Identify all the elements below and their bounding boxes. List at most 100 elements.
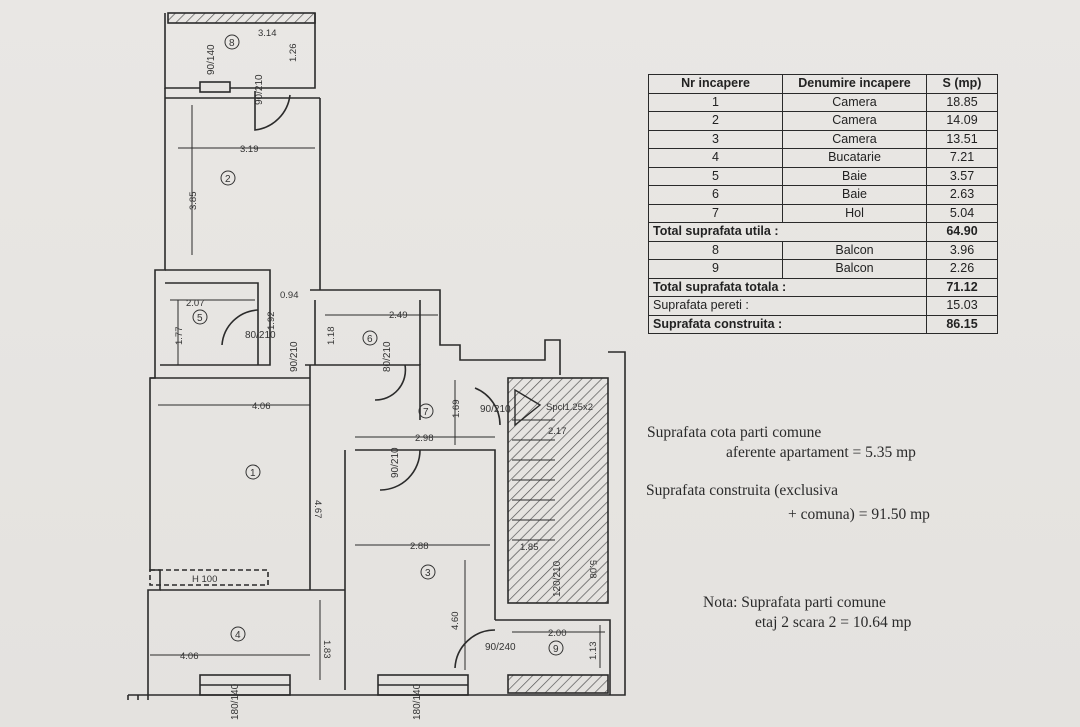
room-6-walls xyxy=(310,289,561,375)
dim-label: 1.26 xyxy=(288,44,299,63)
cell-name: Baie xyxy=(782,185,927,205)
note-cota-line2: aferente apartament = 5.35 mp xyxy=(726,444,916,461)
construita-value: 86.15 xyxy=(926,314,998,334)
header-nr: Nr incapere xyxy=(648,74,783,94)
room-number-7: 7 xyxy=(423,407,429,418)
cell-area: 13.51 xyxy=(926,129,998,149)
dim-label: 1.83 xyxy=(321,640,332,659)
door-size-label: 80/210 xyxy=(382,341,393,372)
niche-label: H 100 xyxy=(192,574,217,585)
door-arc-hall xyxy=(474,387,501,426)
room-number-9: 9 xyxy=(553,644,559,655)
window-size-label: 180/140 xyxy=(412,683,423,720)
cell-name: Baie xyxy=(782,166,927,186)
cell-name: Camera xyxy=(782,129,927,149)
room-3-walls xyxy=(344,449,496,690)
dim-label: 4.60 xyxy=(450,612,461,631)
dim-label: 3.19 xyxy=(240,144,259,155)
balcony-9-railing xyxy=(507,674,609,694)
total-utila-label: Total suprafata utila : xyxy=(648,222,927,242)
balcony-9-walls xyxy=(495,619,611,695)
door-size-label: 80/210 xyxy=(245,330,276,341)
dim-label: 2.17 xyxy=(548,426,567,437)
dim-label: 1.13 xyxy=(588,642,599,661)
cell-nr: 3 xyxy=(648,129,783,149)
door-arc-room-2 xyxy=(254,91,291,131)
cell-area: 18.85 xyxy=(926,92,998,112)
room-2-walls xyxy=(165,97,321,290)
room-number-4: 4 xyxy=(235,630,241,641)
stairwell xyxy=(507,377,609,604)
door-arc-room-6 xyxy=(374,364,407,401)
cell-nr: 7 xyxy=(648,203,783,223)
dim-label: 1.77 xyxy=(174,327,185,346)
door-arc-room-3 xyxy=(379,449,421,491)
dim-label: 0.94 xyxy=(280,290,299,301)
note-nota-line2: etaj 2 scara 2 = 10.64 mp xyxy=(755,614,912,631)
cell-area: 2.26 xyxy=(926,259,998,279)
room-number-8: 8 xyxy=(229,38,235,49)
cell-nr: 6 xyxy=(648,185,783,205)
cell-area: 3.57 xyxy=(926,166,998,186)
total-totala-row: Total suprafata totala :71.12 xyxy=(648,277,998,297)
door-size-label: 90/210 xyxy=(289,341,300,372)
window-size-label: 180/140 xyxy=(230,683,241,720)
cell-area: 2.63 xyxy=(926,185,998,205)
dim-label: 1.92 xyxy=(266,312,277,331)
construita-row: Suprafata construita :86.15 xyxy=(648,314,998,334)
header-name: Denumire incapere xyxy=(782,74,927,94)
room-number-5: 5 xyxy=(197,313,203,324)
dim-label: 3.14 xyxy=(258,28,277,39)
dim-label: 2.00 xyxy=(548,628,567,639)
cell-area: 3.96 xyxy=(926,240,998,260)
dim-label: 2.07 xyxy=(186,298,205,309)
cell-area: 7.21 xyxy=(926,148,998,168)
dim-label: 3.85 xyxy=(188,192,199,211)
total-totala-label: Total suprafata totala : xyxy=(648,277,927,297)
total-utila-value: 64.90 xyxy=(926,222,998,242)
door-size-label: 120/210 xyxy=(552,560,563,597)
cell-name: Camera xyxy=(782,92,927,112)
dim-label: 1.18 xyxy=(326,327,337,346)
room-number-2: 2 xyxy=(225,174,231,185)
dim-label: 4.06 xyxy=(180,651,199,662)
hall-wall xyxy=(305,364,421,420)
dim-label: 1.85 xyxy=(520,542,539,553)
total-utila-row: Total suprafata utila :64.90 xyxy=(648,222,998,242)
cell-nr: 8 xyxy=(648,240,783,260)
construita-label: Suprafata construita : xyxy=(648,314,927,334)
room-number-6: 6 xyxy=(367,334,373,345)
stair-label: Spcl1.25x2 xyxy=(546,402,593,413)
balcony-8-railing xyxy=(167,12,316,24)
dim-label: 2.98 xyxy=(415,433,434,444)
floor-plan-drawing: 8 2 5 6 7 1 3 4 9 3.14 1.26 3.19 3.85 2.… xyxy=(127,12,626,720)
door-size-label: 90/240 xyxy=(485,642,516,653)
room-6-side xyxy=(314,300,421,365)
cell-nr: 4 xyxy=(648,148,783,168)
cell-name: Balcon xyxy=(782,240,927,260)
dim-label: 4.06 xyxy=(252,401,271,412)
cell-name: Camera xyxy=(782,111,927,131)
room-number-3: 3 xyxy=(425,568,431,579)
room-number-1: 1 xyxy=(250,468,256,479)
cell-area: 14.09 xyxy=(926,111,998,131)
room-5-inner xyxy=(165,282,259,365)
header-area: S (mp) xyxy=(926,74,998,94)
door-size-label: 90/210 xyxy=(390,447,401,478)
note-nota-line1: Nota: Suprafata parti comune xyxy=(703,594,886,611)
door-size-label: 90/210 xyxy=(254,74,265,105)
door-size-label: 90/210 xyxy=(480,404,511,415)
note-construita-line1: Suprafata construita (exclusiva xyxy=(646,482,838,499)
dim-label: 2.49 xyxy=(389,310,408,321)
